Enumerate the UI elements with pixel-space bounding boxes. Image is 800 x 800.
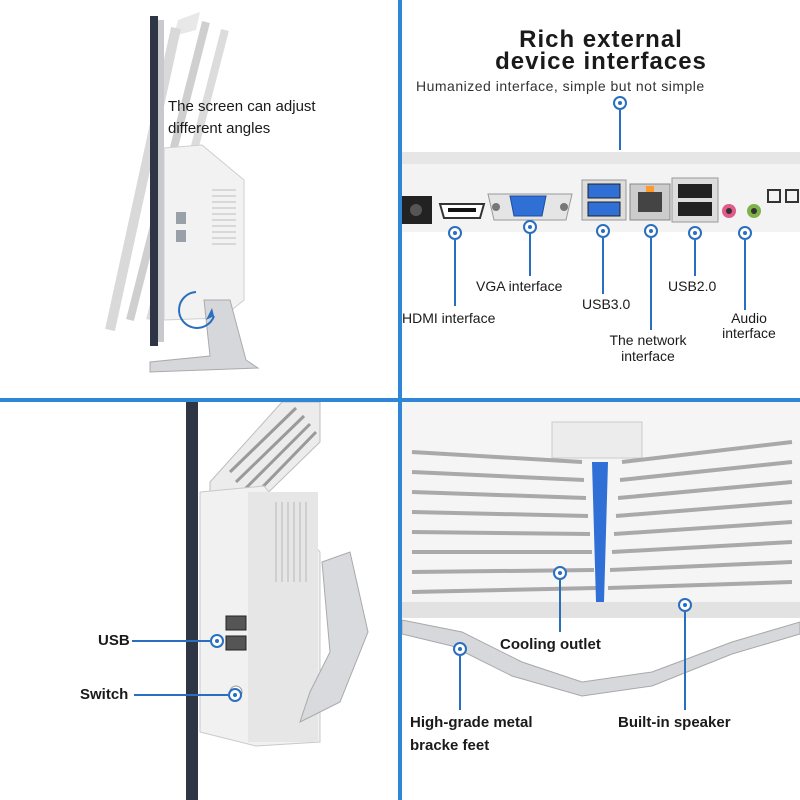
cooling-leader-line (559, 580, 561, 632)
usb2-label: USB2.0 (668, 278, 717, 294)
hdmi-label: HDMI interface (402, 310, 496, 326)
switch-marker-icon (228, 688, 242, 702)
feet-marker-icon (453, 642, 467, 656)
network-label-line1: The network (609, 332, 687, 348)
usb3-label: USB3.0 (582, 296, 631, 312)
panel-screen-angle: The screen can adjust different angles (0, 0, 398, 398)
horizontal-divider (0, 398, 800, 402)
interfaces-subtitle: Humanized interface, simple but not simp… (416, 78, 705, 94)
interfaces-title-line2: device interfaces (495, 48, 707, 75)
hdmi-leader-line (454, 240, 456, 306)
panel-interfaces: Rich external device interfaces Humanize… (402, 0, 800, 398)
usb3-leader-line (602, 238, 604, 294)
subtitle-marker-icon (613, 96, 627, 110)
network-leader-line (650, 238, 652, 330)
usb-label: USB (98, 632, 130, 649)
monitor-back-illustration (402, 402, 800, 697)
usb-leader-line (132, 640, 210, 642)
audio-label-line2: interface (722, 325, 776, 341)
network-label-line2: interface (621, 348, 675, 364)
usb-marker-icon (210, 634, 224, 648)
usb2-leader-line (694, 240, 696, 276)
usb2-marker-icon (688, 226, 702, 240)
angle-caption-line2: different angles (168, 120, 271, 137)
audio-leader-line (744, 240, 746, 310)
speaker-marker-icon (678, 598, 692, 612)
feet-label-line2: bracke feet (410, 737, 490, 754)
switch-label: Switch (80, 686, 129, 703)
cooling-marker-icon (553, 566, 567, 580)
network-marker-icon (644, 224, 658, 238)
vga-label: VGA interface (476, 278, 563, 294)
panel-back-view: Cooling outlet High-grade metal bracke f… (402, 402, 800, 800)
interfaces-title-line1: Rich external (519, 26, 683, 53)
switch-leader-line (134, 694, 228, 696)
feet-label-line1: High-grade metal (410, 714, 533, 731)
audio-label-line1: Audio (731, 310, 767, 326)
speaker-leader-line (684, 612, 686, 710)
hdmi-marker-icon (448, 226, 462, 240)
cooling-label: Cooling outlet (500, 636, 601, 653)
panel-side-ports: USB Switch (0, 402, 398, 800)
monitor-side-illustration (105, 12, 260, 373)
vga-leader-line (529, 234, 531, 276)
port-strip-illustration (402, 152, 800, 232)
feet-leader-line (459, 656, 461, 710)
angle-caption-line1: The screen can adjust (168, 98, 316, 115)
vga-marker-icon (523, 220, 537, 234)
monitor-side-closeup-illustration (186, 402, 369, 800)
audio-marker-icon (738, 226, 752, 240)
subtitle-marker-line (619, 110, 621, 150)
speaker-label: Built-in speaker (618, 714, 731, 731)
usb3-marker-icon (596, 224, 610, 238)
